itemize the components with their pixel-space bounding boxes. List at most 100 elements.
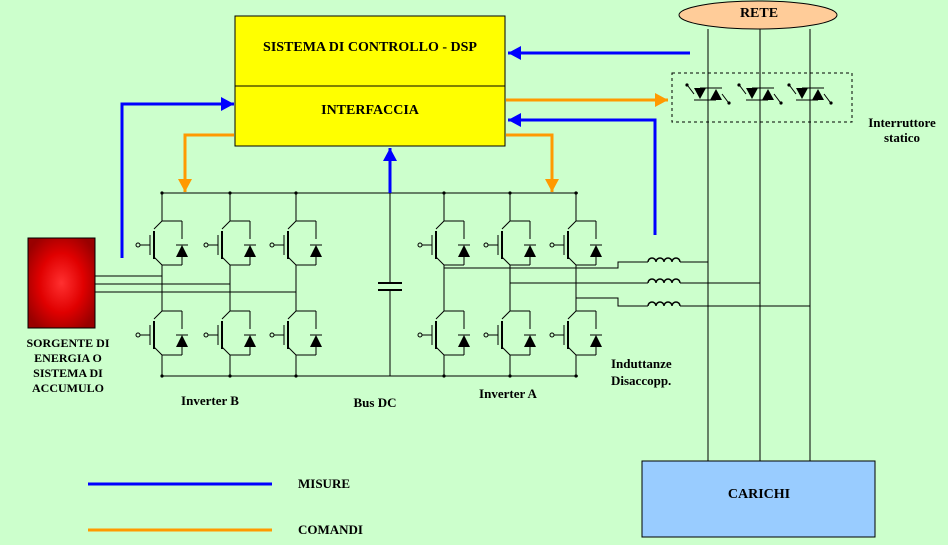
diode-symbol bbox=[310, 245, 322, 257]
thyristor-gate-b-dot bbox=[829, 101, 833, 105]
power-wiring bbox=[95, 29, 833, 461]
inverter-b-command-arrow-head bbox=[178, 179, 192, 192]
inverter-b-leg-2-upper-switch bbox=[203, 201, 256, 285]
inverter-a-leg-1-lower-switch bbox=[417, 291, 470, 375]
igbt-collector-lead bbox=[435, 220, 445, 230]
diode-symbol bbox=[176, 335, 188, 347]
igbt-gate-terminal bbox=[549, 242, 555, 248]
thyristor-forward bbox=[746, 88, 758, 99]
dc-bus-measure-arrow-head bbox=[383, 148, 397, 161]
diode-symbol bbox=[458, 245, 470, 257]
inverter-a-command-arrow-head bbox=[545, 179, 559, 192]
inverter-a-leg-2-lower-switch bbox=[483, 291, 536, 375]
loads-box bbox=[641, 460, 876, 538]
diode-symbol bbox=[524, 245, 536, 257]
dc-rail-junction bbox=[442, 374, 446, 378]
igbt-emitter-lead bbox=[287, 346, 297, 356]
inverter-a-leg-3-lower-switch bbox=[549, 291, 602, 375]
igbt-emitter-lead bbox=[435, 346, 445, 356]
blocks bbox=[27, 0, 876, 538]
output-measure-arrow-head bbox=[508, 113, 521, 127]
igbt-collector-lead bbox=[153, 310, 163, 320]
dc-rail-junction bbox=[228, 191, 232, 195]
igbt-emitter-lead bbox=[221, 256, 231, 266]
igbt-collector-lead bbox=[287, 220, 297, 230]
dc-rail-junction bbox=[294, 374, 298, 378]
energy-source-box bbox=[27, 237, 96, 329]
igbt-gate-terminal bbox=[135, 332, 141, 338]
inverter-a-label: Inverter A bbox=[479, 386, 537, 401]
thyristor-gate-a bbox=[789, 85, 797, 95]
igbt-collector-lead bbox=[501, 310, 511, 320]
source-label: SORGENTE DI ENERGIA O SISTEMA DI ACCUMUL… bbox=[26, 336, 110, 395]
igbt-emitter-lead bbox=[153, 346, 163, 356]
igbt-emitter-lead bbox=[287, 256, 297, 266]
decoupling-inductor-2 bbox=[647, 278, 681, 284]
static-switch-command-arrow-head bbox=[655, 93, 668, 107]
thyristor-gate-a bbox=[687, 85, 695, 95]
inverter-a-leg-1-upper-switch bbox=[417, 201, 470, 285]
inverter-a-output-wire-1 bbox=[444, 261, 648, 269]
igbt-collector-lead bbox=[567, 310, 577, 320]
igbt-gate-terminal bbox=[483, 242, 489, 248]
interface-label: INTERFACCIA bbox=[321, 103, 419, 118]
thyristor-gate-b bbox=[721, 93, 729, 103]
diode-symbol bbox=[244, 335, 256, 347]
dc-rail-junction bbox=[160, 191, 164, 195]
static-switch-thyristor-1 bbox=[685, 83, 731, 105]
dc-rail-junction bbox=[228, 374, 232, 378]
igbt-emitter-lead bbox=[501, 346, 511, 356]
inverter-b-leg-1-upper-switch bbox=[135, 201, 188, 285]
diode-symbol bbox=[524, 335, 536, 347]
thyristor-gate-b bbox=[773, 93, 781, 103]
legend-measures-label: MISURE bbox=[298, 476, 351, 491]
grid-label: RETE bbox=[739, 6, 779, 21]
inverter-a-output-wire-3 bbox=[576, 297, 648, 307]
static-switch-label: Interruttore statico bbox=[868, 115, 936, 145]
igbt-collector-lead bbox=[567, 220, 577, 230]
static-switch-thyristor-3 bbox=[787, 83, 833, 105]
diode-symbol bbox=[244, 245, 256, 257]
source-measure-arrow bbox=[120, 102, 234, 258]
inverter-b-leg-3-upper-switch bbox=[269, 201, 322, 285]
bus-dc-label: Bus DC bbox=[353, 395, 397, 410]
igbt-collector-lead bbox=[153, 220, 163, 230]
source-measure-arrow-head bbox=[221, 97, 234, 111]
thyristor-gate-a bbox=[739, 85, 747, 95]
diode-symbol bbox=[458, 335, 470, 347]
legend-commands-label: COMANDI bbox=[298, 522, 363, 537]
output-measure-arrow bbox=[508, 118, 657, 235]
dc-rail-junction bbox=[574, 374, 578, 378]
decoupling-inductor-1 bbox=[647, 257, 681, 263]
thyristor-gate-b-dot bbox=[727, 101, 731, 105]
igbt-gate-terminal bbox=[549, 332, 555, 338]
inverter-b-command-arrow bbox=[183, 133, 234, 192]
thyristor-reverse bbox=[710, 89, 722, 100]
thyristor-gate-b bbox=[823, 93, 831, 103]
dc-rail-junction bbox=[442, 191, 446, 195]
thyristor-forward bbox=[694, 88, 706, 99]
igbt-emitter-lead bbox=[221, 346, 231, 356]
static-switch-box bbox=[671, 72, 853, 123]
inverter-b-label: Inverter B bbox=[181, 393, 239, 408]
inverter-a-leg-3-upper-switch bbox=[549, 201, 602, 285]
thyristor-reverse bbox=[812, 89, 824, 100]
inverter-b-leg-2-lower-switch bbox=[203, 291, 256, 375]
igbt-collector-lead bbox=[287, 310, 297, 320]
igbt-emitter-lead bbox=[567, 346, 577, 356]
grid-ellipse bbox=[678, 0, 838, 30]
dc-rail-junction bbox=[508, 374, 512, 378]
igbt-emitter-lead bbox=[567, 256, 577, 266]
thyristor-gate-a-dot bbox=[787, 83, 791, 87]
igbt-gate-terminal bbox=[203, 242, 209, 248]
igbt-gate-terminal bbox=[417, 332, 423, 338]
diode-symbol bbox=[590, 335, 602, 347]
igbt-collector-lead bbox=[221, 220, 231, 230]
dc-rail-junction bbox=[160, 374, 164, 378]
grid-measure-arrow-head bbox=[508, 46, 521, 60]
igbt-emitter-lead bbox=[435, 256, 445, 266]
static-switch-thyristor-2 bbox=[737, 83, 783, 105]
igbt-emitter-lead bbox=[153, 256, 163, 266]
